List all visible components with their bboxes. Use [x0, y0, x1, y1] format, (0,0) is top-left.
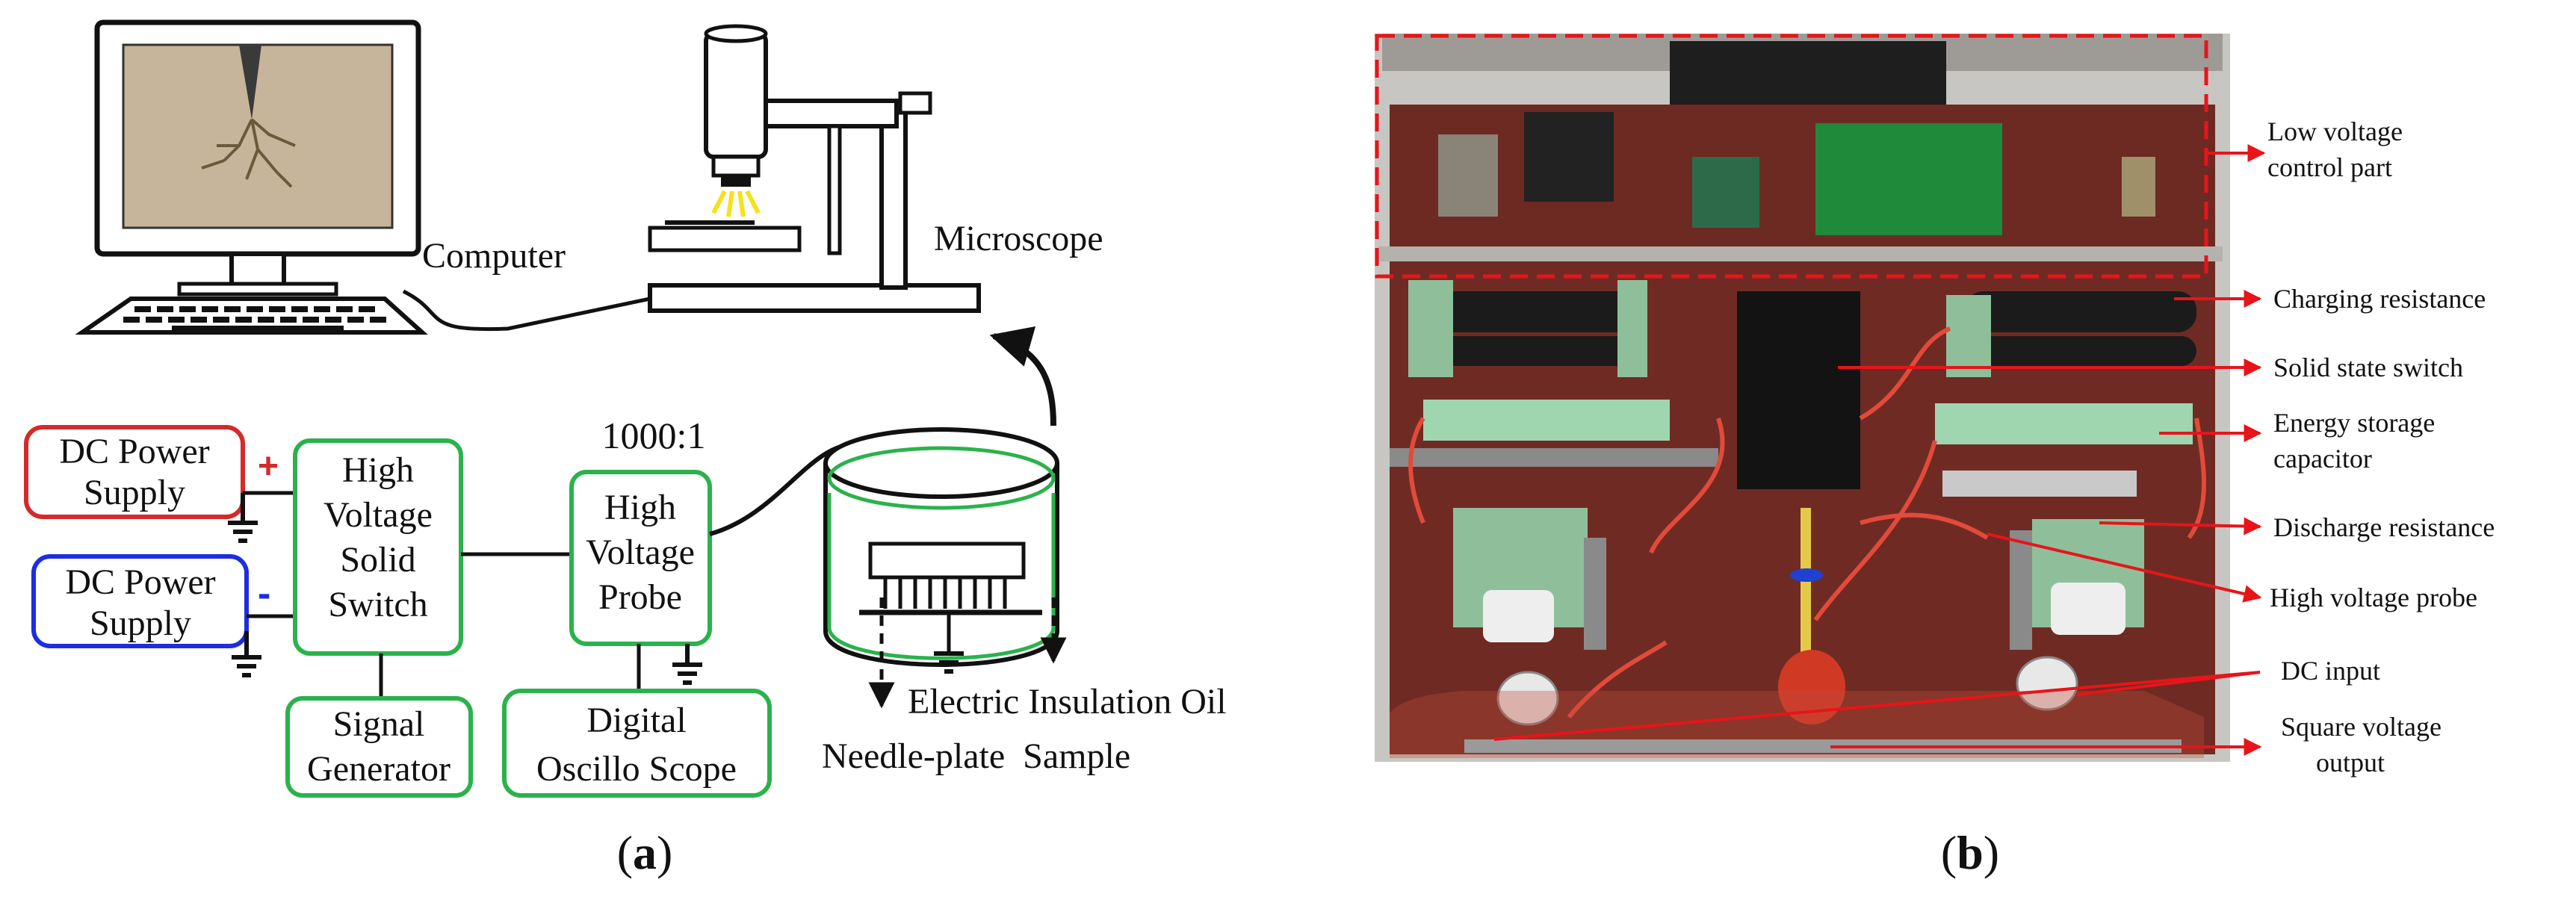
ground-symbol — [672, 644, 702, 685]
plus-sign: + — [258, 447, 279, 486]
microscope-stage — [648, 226, 802, 252]
microscope-body-tube — [704, 31, 768, 159]
output-terminal — [1778, 650, 1845, 724]
monitor-base — [177, 282, 338, 297]
keyboard-keys — [123, 306, 386, 330]
signal-generator-line2: Generator — [307, 749, 451, 789]
needle-plate-label: Needle-plate Sample — [822, 736, 1130, 776]
probe-line1: High — [604, 488, 676, 527]
needle-tip-image — [239, 45, 261, 120]
hardware-photo — [1375, 34, 2230, 762]
minus-sign: - — [258, 572, 270, 615]
sample-to-microscope-arrow — [989, 326, 1056, 426]
low-voltage-region-outline — [1375, 34, 2208, 279]
microscope-arm — [760, 99, 899, 128]
annotation-discharge-resistance: Discharge resistance — [2273, 512, 2495, 542]
dc-power-supply-positive: DC Power Supply — [24, 425, 245, 519]
annotation-solid-state-switch: Solid state switch — [2273, 353, 2463, 382]
microscope-objective — [711, 155, 761, 178]
microscope-knob — [898, 91, 932, 115]
charging-resistor-right — [1965, 291, 2196, 332]
probe-line3: Probe — [598, 577, 682, 617]
capacitor-bank-left — [1423, 400, 1670, 441]
control-board-backplate — [1390, 105, 2215, 254]
capacitor-bank-right — [1935, 403, 2193, 444]
switch-line3: Solid — [340, 540, 415, 580]
microscope-stage-support — [827, 124, 842, 255]
aux-module — [1438, 134, 1498, 217]
control-box — [1524, 112, 1614, 202]
dc-power-supply-negative: DC Power Supply — [31, 554, 249, 648]
annotation-charging-resistance: Charging resistance — [2273, 284, 2486, 314]
dc-supply-negative-line1: DC Power — [65, 562, 215, 602]
top-heatsink — [1670, 41, 1946, 108]
annotation-dc-input: DC input — [2281, 656, 2380, 686]
microscope-lens — [721, 176, 751, 187]
probe-line2: Voltage — [586, 533, 695, 572]
panel-b: Low voltage control part Charging resist… — [1375, 34, 2495, 879]
sample-cell — [823, 427, 1059, 674]
hv-probe-cylinder-right — [2051, 583, 2125, 635]
annotation-square-voltage-output: Square voltage output — [2281, 712, 2448, 778]
hv-probe: High Voltage Probe — [569, 470, 712, 646]
control-pcb — [1815, 123, 2002, 235]
dc-input-terminal-left — [1496, 671, 1559, 726]
light-rays — [711, 190, 761, 217]
dc-input-terminal-right — [2016, 656, 2078, 711]
dc-supply-negative-line2: Supply — [90, 603, 191, 643]
dc-supply-positive-line2: Supply — [84, 473, 185, 512]
microscope-illustration — [648, 24, 981, 313]
digital-oscilloscope: Digital Oscillo Scope — [502, 689, 772, 798]
annotation-low-voltage: Low voltage control part — [2267, 117, 2409, 182]
microscope-column — [879, 99, 908, 290]
annotation-pointers — [1493, 144, 2266, 756]
switch-line1: High — [342, 450, 414, 490]
panel-a-caption: (a) — [617, 826, 673, 879]
hv-probe-cylinder-left — [1483, 590, 1554, 642]
microscope-label: Microscope — [934, 219, 1103, 258]
needle-array — [883, 577, 1007, 609]
hv-solid-switch: High Voltage Solid Switch — [293, 438, 463, 656]
annotation-energy-storage-capacitor: Energy storage capacitor — [2273, 408, 2442, 474]
solid-state-switch-module — [1737, 291, 1860, 489]
panel-b-caption: (b) — [1941, 826, 1999, 879]
monitor-screen-image — [122, 43, 394, 229]
panel-a: Computer Microscope — [24, 19, 1227, 879]
separator-rail — [1378, 246, 2223, 261]
ground-symbol — [232, 631, 261, 677]
computer-cable — [402, 289, 651, 332]
yellow-cable — [1801, 508, 1811, 657]
needle-holder — [868, 541, 1026, 580]
probe-ratio-label: 1000:1 — [602, 415, 706, 456]
blue-ring — [1790, 568, 1823, 582]
ground-symbol — [228, 493, 258, 543]
microscope-base — [648, 283, 981, 313]
dc-supply-positive-line1: DC Power — [59, 432, 209, 471]
oscilloscope-line2: Oscillo Scope — [536, 749, 737, 789]
switch-line2: Voltage — [323, 495, 433, 535]
signal-generator-line1: Signal — [333, 704, 425, 744]
switch-line4: Switch — [328, 585, 427, 624]
computer-label: Computer — [422, 236, 566, 276]
microscope-eyepiece — [704, 24, 768, 43]
small-pcb — [1692, 157, 1759, 228]
signal-generator: Signal Generator — [285, 696, 473, 798]
electrical-tree-image — [201, 118, 296, 188]
computer-illustration — [75, 19, 651, 335]
insulation-oil-label: Electric Insulation Oil — [908, 682, 1227, 721]
charging-resistor-left — [1423, 291, 1636, 332]
annotation-high-voltage-probe: High voltage probe — [2270, 583, 2477, 612]
oscilloscope-line1: Digital — [586, 701, 686, 740]
discharge-resistor — [1942, 471, 2137, 497]
